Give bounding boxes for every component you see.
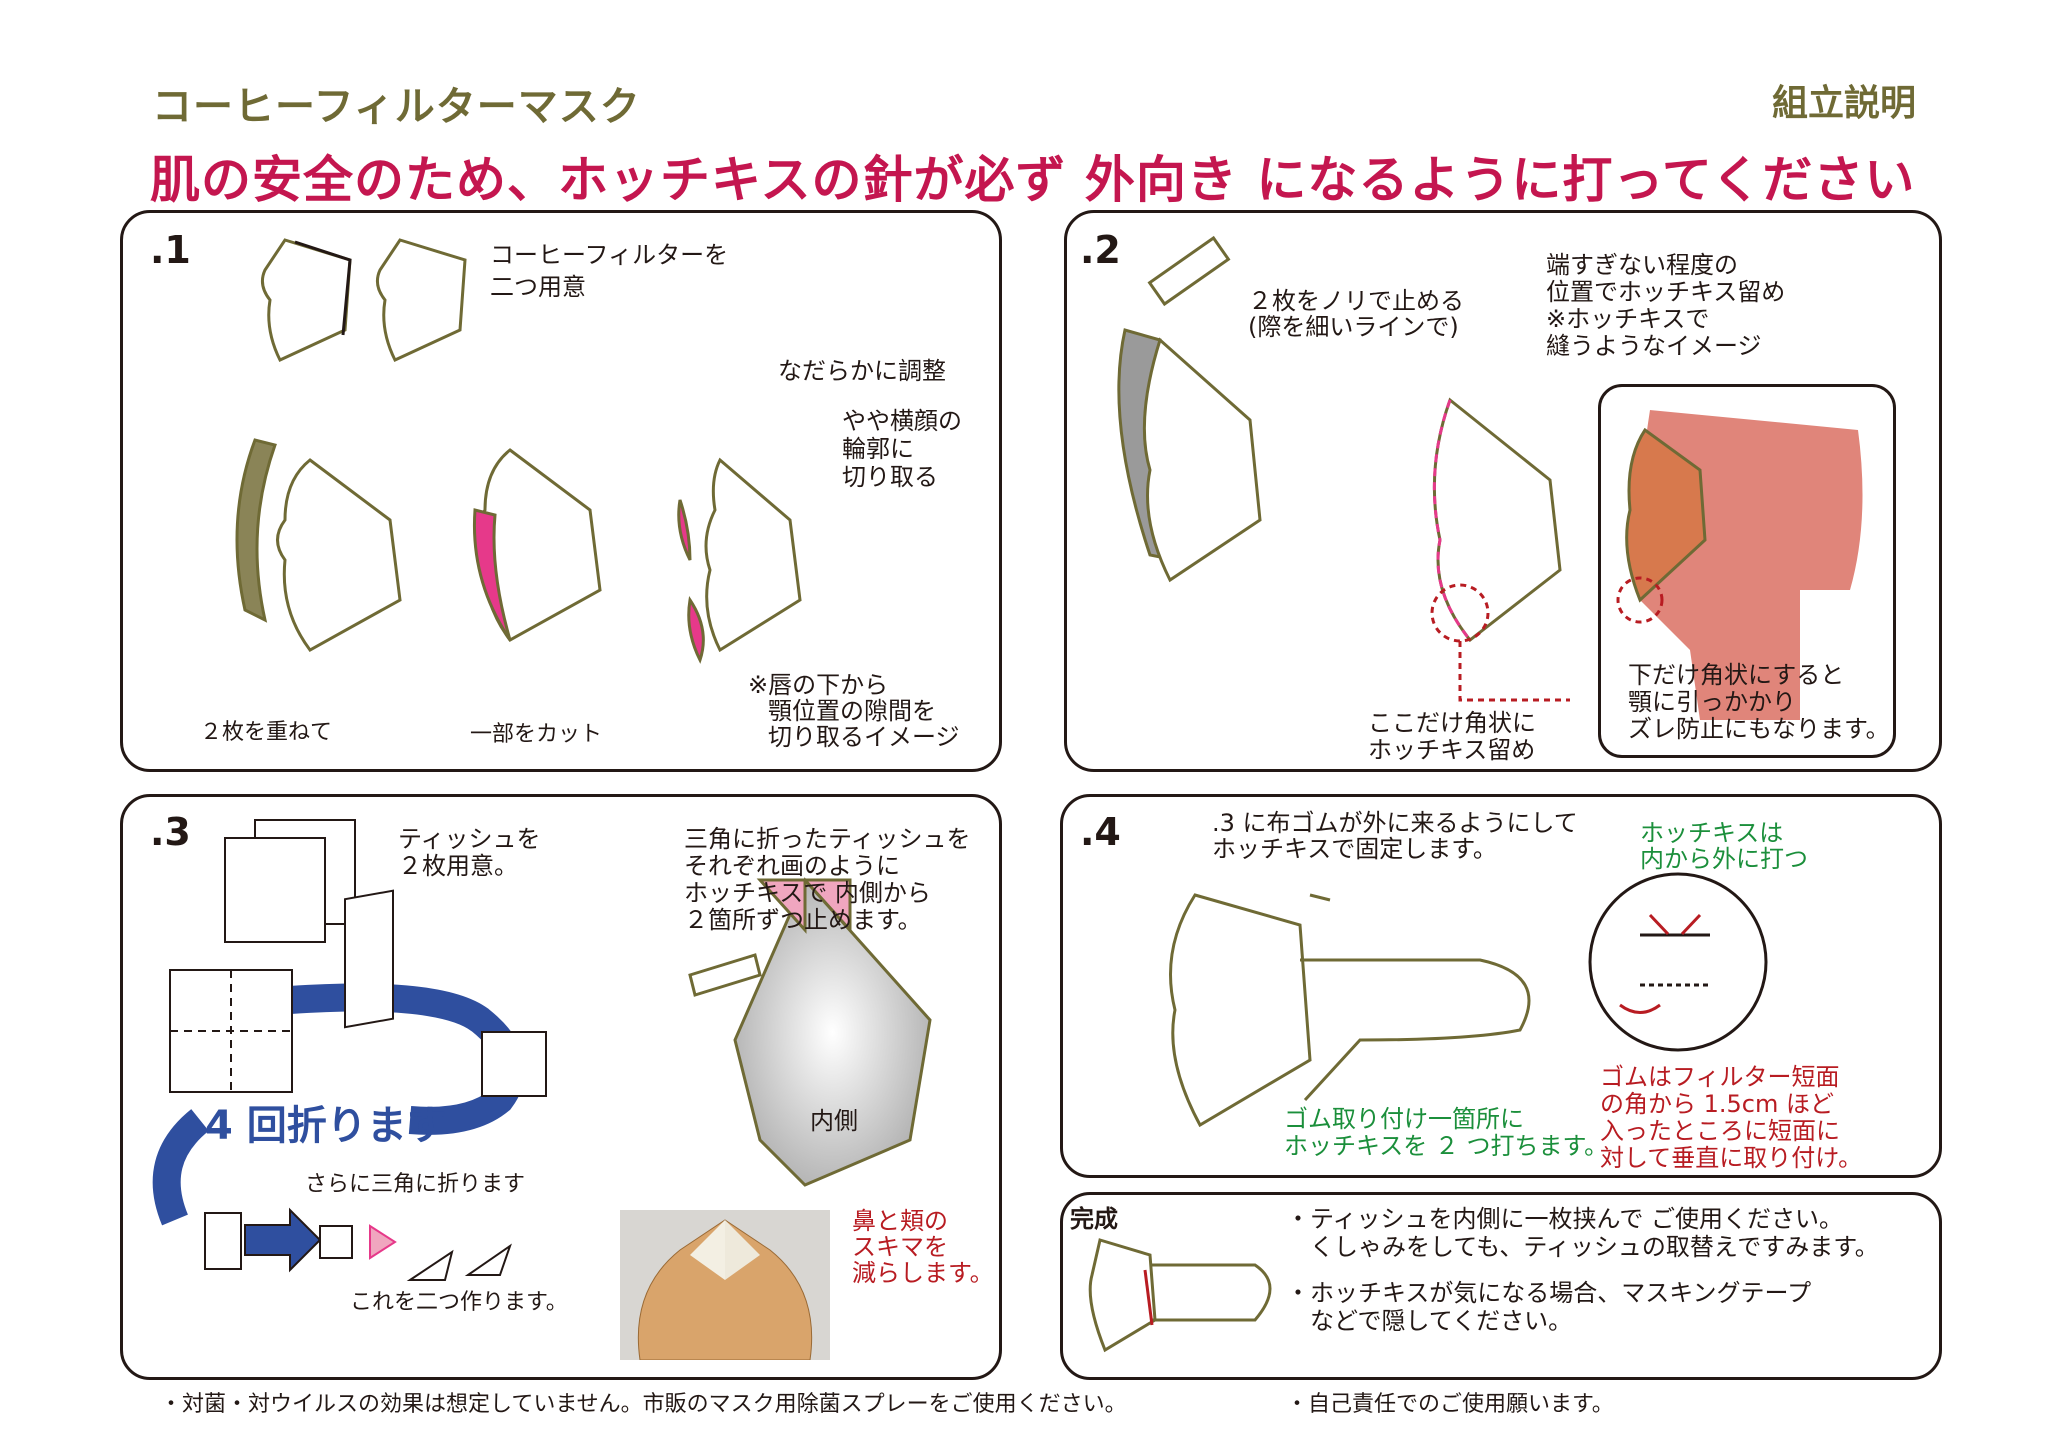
step3-gap-line1: 鼻と頬の: [852, 1207, 948, 1235]
step3-make-two: これを二つ作ります。: [350, 1290, 568, 1315]
step3-gap-line3: 減らします。: [852, 1259, 994, 1287]
mask-photo: [620, 1210, 830, 1360]
step1-note-line3: 切り取るイメージ: [768, 723, 960, 751]
hexagon-mask-inside: [733, 877, 932, 1187]
done-note1-line1: ・ティッシュを内側に一枚挟んで ご使用ください。: [1286, 1205, 1843, 1233]
filter-cut: [472, 448, 602, 642]
detail-circle: [1588, 872, 1768, 1052]
document-subtitle: 組立説明: [1772, 83, 1917, 124]
step2-number: .2: [1080, 228, 1121, 272]
step1-trim-line1: やや横顔の: [842, 407, 962, 435]
done-note2-line1: ・ホッチキスが気になる場合、マスキングテープ: [1286, 1279, 1812, 1307]
glue-stick: [1147, 235, 1231, 307]
done-note2-line2: などで隠してください。: [1286, 1307, 1573, 1335]
step4-direction-line2: 内から外に打つ: [1640, 845, 1808, 873]
step2-glue-line1: ２枚をノリで止める: [1248, 287, 1464, 315]
mask-with-band: [1169, 893, 1531, 1128]
step3-triangle: さらに三角に折ります: [305, 1172, 526, 1197]
document-title: コーヒーフィルターマスク: [152, 84, 641, 130]
step2-staple-line4: 縫うようなイメージ: [1546, 332, 1762, 360]
fold-diagram: [169, 889, 547, 1281]
step2-corner-line2: ホッチキス留め: [1368, 736, 1536, 764]
step1-prep-line2: 二つ用意: [490, 273, 586, 301]
step1-number: .1: [150, 228, 191, 272]
step2-glue-line2: (際を細いラインで): [1248, 313, 1459, 341]
step3-gap-line2: スキマを: [852, 1233, 948, 1261]
step1-note-line1: ※唇の下から: [748, 671, 889, 699]
step3-inside-label: 内側: [810, 1107, 858, 1135]
step3-fold-four: 4 回折ります: [205, 1103, 447, 1149]
filter-overlap: [235, 438, 402, 652]
step1-trim-line3: 切り取る: [842, 463, 938, 491]
stapled-filter: [1430, 397, 1570, 702]
staples-step3: [688, 953, 762, 997]
footer-responsibility: ・自己責任でのご使用願います。: [1286, 1392, 1614, 1417]
step3-number: .3: [150, 810, 191, 854]
filter-illustration-2: [375, 238, 467, 362]
face-silhouette: [1616, 410, 1863, 720]
panel-step1: [120, 210, 1002, 772]
panel-done: [1060, 1192, 1942, 1380]
step2-staple-line2: 位置でホッチキス留め: [1546, 278, 1786, 306]
step4-position-line4: 対して垂直に取り付け。: [1600, 1144, 1863, 1172]
step2-chin-line1: 下だけ角状にすると: [1628, 661, 1845, 689]
step2-staple-line1: 端すぎない程度の: [1546, 251, 1738, 279]
filter-trimmed: [677, 457, 802, 664]
step1-overlap: ２枚を重ねて: [200, 720, 333, 745]
step3-fold-line3: ホッチキスで 内側から: [684, 879, 931, 907]
step2-chin-line3: ズレ防止にもなります。: [1628, 715, 1890, 743]
safety-warning: 肌の安全のため、ホッチキスの針が必ず 外向き になるように打ってください: [150, 151, 1916, 209]
step2-staple-line3: ※ホッチキスで: [1546, 305, 1710, 333]
filter-illustration-1: [260, 238, 352, 362]
step2-corner-line1: ここだけ角状に: [1368, 709, 1536, 737]
finished-mask: [1088, 1238, 1272, 1353]
step3-tissue-line2: ２枚用意。: [398, 852, 518, 880]
step3-fold-line2: それぞれ画のように: [684, 852, 900, 880]
step1-adjust: なだらかに調整: [778, 357, 946, 385]
step4-position-line2: の角から 1.5cm ほど: [1600, 1090, 1834, 1118]
tissue-sheets: [224, 819, 356, 943]
step4-position-line1: ゴムはフィルター短面: [1600, 1063, 1840, 1091]
step2-chin-line2: 顎に引っかかり: [1628, 688, 1796, 716]
step3-fold-line1: 三角に折ったティッシュを: [684, 825, 971, 853]
done-label: 完成: [1070, 1205, 1118, 1233]
step3-tissue-line1: ティッシュを: [398, 825, 541, 853]
done-note1-line2: くしゃみをしても、ティッシュの取替えですみます。: [1286, 1233, 1879, 1261]
step1-cut: 一部をカット: [470, 722, 603, 747]
step4-position-line3: 入ったところに短面に: [1600, 1117, 1840, 1145]
step1-prep-line1: コーヒーフィルターを: [490, 241, 729, 269]
step4-attach-line2: ホッチキスを ２ つ打ちます。: [1284, 1132, 1609, 1160]
footer-disclaimer: ・対菌・対ウイルスの効果は想定していません。市販のマスク用除菌スプレーをご使用く…: [160, 1392, 1127, 1417]
step1-note-line2: 顎位置の隙間を: [768, 697, 936, 725]
step1-trim-line2: 輪郭に: [842, 435, 914, 463]
step4-attach-line1: ゴム取り付け一箇所に: [1284, 1105, 1524, 1133]
step4-intro-line2: ホッチキスで固定します。: [1212, 835, 1497, 863]
step3-fold-line4: ２箇所ずつ止めます。: [684, 906, 922, 934]
step4-number: .4: [1080, 810, 1121, 854]
glued-filter: [1117, 328, 1262, 583]
step4-intro-line1: .3 に布ゴムが外に来るようにして: [1212, 809, 1578, 837]
step4-direction-line1: ホッチキスは: [1640, 819, 1784, 847]
